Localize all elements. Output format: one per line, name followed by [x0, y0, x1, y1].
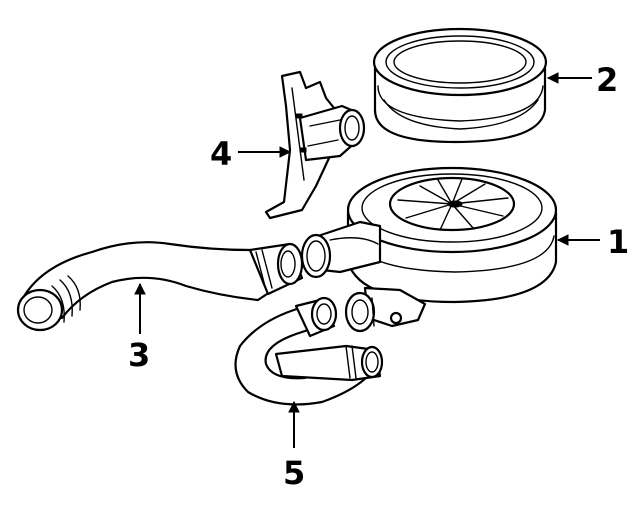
- air-cleaner-housing: [300, 166, 558, 333]
- callout-2: 2: [596, 61, 618, 99]
- callout-leaders: [134, 72, 600, 448]
- callout-4: 4: [210, 135, 232, 173]
- callout-3: 3: [128, 336, 150, 374]
- u-hose: [234, 296, 384, 406]
- intake-duct-hose: [16, 241, 304, 332]
- callout-5: 5: [283, 454, 305, 492]
- air-filter-element: [372, 27, 548, 144]
- callout-1: 1: [607, 223, 629, 261]
- duct-bracket: [264, 70, 366, 220]
